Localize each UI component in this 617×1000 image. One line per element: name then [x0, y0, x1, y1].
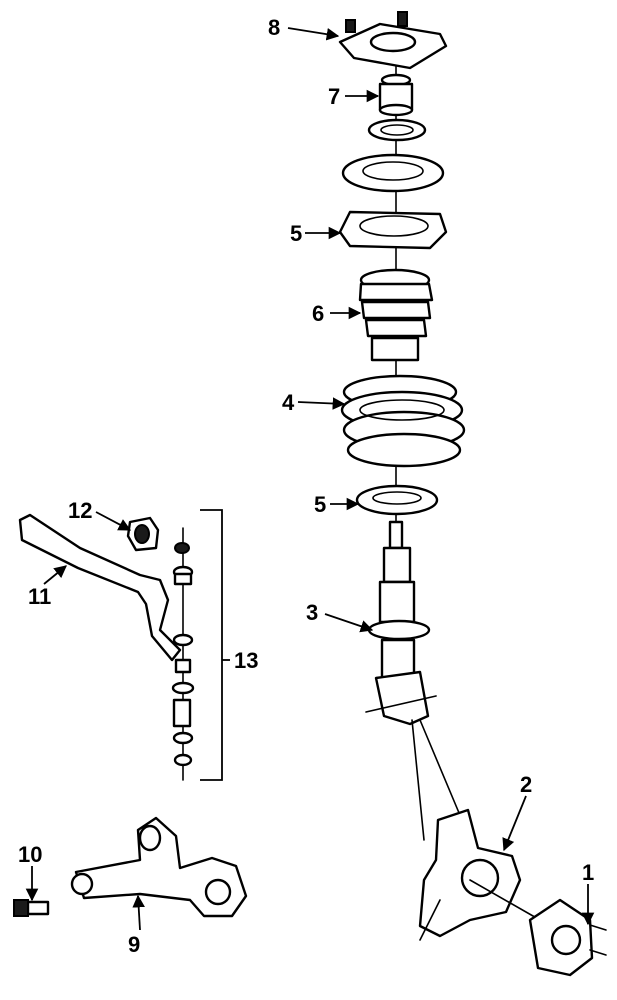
callout-9: 9 [128, 932, 140, 957]
upper-spring-seat [341, 153, 445, 193]
strut-bumper [378, 73, 414, 117]
lower-control-arm [70, 816, 248, 918]
strut-assembly [365, 520, 437, 726]
hub-bearing [469, 879, 607, 977]
callout-10: 10 [18, 842, 42, 867]
spring-insulator-lower [355, 484, 439, 516]
callout-7: 7 [328, 84, 340, 109]
arm-bolt [13, 899, 50, 917]
callout-3: 3 [306, 600, 318, 625]
callout-13: 13 [234, 648, 258, 673]
steering-knuckle [411, 719, 522, 941]
callout-11: 11 [28, 584, 51, 609]
callout-8: 8 [268, 15, 280, 40]
bearing-ring [367, 118, 427, 142]
upper-strut-mount [338, 11, 448, 70]
coil-spring [340, 374, 466, 468]
callout-4: 4 [282, 390, 295, 415]
callout-6: 6 [312, 301, 324, 326]
callout-5-lower: 5 [314, 492, 326, 517]
dust-boot [358, 268, 434, 362]
callout-1: 1 [582, 860, 594, 885]
stabilizer-bushing [126, 516, 160, 552]
stabilizer-bar [18, 513, 182, 662]
callout-2: 2 [520, 772, 532, 797]
callout-12: 12 [68, 498, 92, 523]
callout-5-upper: 5 [290, 221, 302, 246]
stabilizer-link-kit [171, 509, 230, 781]
spring-insulator-upper [338, 210, 448, 250]
